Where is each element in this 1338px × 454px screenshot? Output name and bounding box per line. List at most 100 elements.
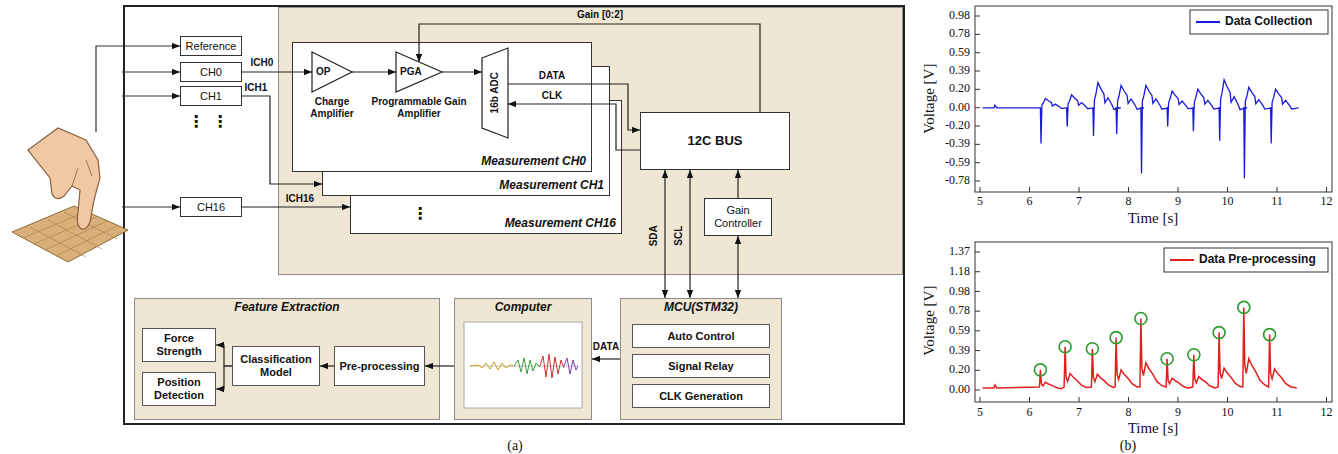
label-holder: -0.78	[945, 174, 970, 188]
box-outline	[641, 113, 790, 170]
label-holder: 0.59	[949, 324, 970, 338]
tick-mark	[1227, 397, 1228, 402]
gain-amplifier: PGAProgrammable Gain Amplifier	[396, 52, 442, 92]
box-label: Position Detection	[146, 376, 212, 401]
signal-label: Gain [0:2]	[577, 9, 623, 21]
connector-arrow	[242, 206, 350, 207]
tick-mark	[975, 34, 980, 35]
tick-mark	[975, 71, 980, 72]
tick-mark	[1326, 397, 1327, 402]
tick-label: 1.18	[949, 265, 970, 279]
label-holder: 8	[1126, 195, 1132, 209]
tick-label: -0.78	[945, 174, 970, 188]
computer-box: Computer	[454, 298, 592, 420]
tick-label: 6	[1027, 406, 1033, 420]
label-holder: 0.78	[949, 27, 970, 41]
tick-mark	[1128, 397, 1129, 402]
box-label: Computer	[495, 301, 552, 315]
connector-arrow	[320, 365, 334, 366]
tick-mark	[975, 52, 980, 53]
i2c-bus-box: 12C BUS	[640, 112, 790, 170]
tick-mark	[975, 162, 980, 163]
tick-mark	[975, 252, 980, 253]
tick-label: 0.20	[949, 82, 970, 96]
label-holder: 0.98	[949, 9, 970, 23]
signal-label: DATA	[539, 70, 565, 82]
feature-extraction-box: Feature ExtractionForce StrengthPosition…	[134, 298, 440, 420]
box-outline	[455, 299, 592, 420]
signal-label: SDA	[648, 225, 660, 246]
label-holder: ICH0	[251, 57, 274, 69]
function-box: Auto Control	[632, 324, 770, 348]
tick-label: 9	[1175, 195, 1181, 209]
tick-label: 0.59	[949, 46, 970, 60]
label-holder: ⋮	[412, 205, 428, 223]
label-holder: Time [s]	[1128, 210, 1179, 227]
box-label: 12C BUS	[688, 134, 743, 149]
tick-label: 1.37	[949, 245, 970, 259]
tick-mark	[975, 107, 980, 108]
tick-mark	[1277, 397, 1278, 402]
tick-mark	[975, 144, 980, 145]
label-holder: 0.20	[949, 82, 970, 96]
box-outline	[633, 355, 770, 378]
label-holder: SDA	[643, 230, 664, 242]
tick-label: 5	[977, 406, 983, 420]
label-holder: 12	[1321, 406, 1333, 420]
peak-marker	[1213, 327, 1225, 339]
panel-label: (b)	[1120, 438, 1136, 454]
label-holder: -0.39	[945, 137, 970, 151]
label-holder: DATA	[593, 341, 619, 353]
box-outline	[181, 37, 242, 56]
peak-marker	[1135, 312, 1147, 324]
tick-mark	[975, 370, 980, 371]
label-holder: ICH16	[286, 193, 314, 205]
axis-title: Voltage [V]	[921, 286, 938, 356]
model-box: Classification Model	[232, 346, 320, 386]
box-label: CH1	[200, 90, 222, 103]
symbol-label: PGA	[400, 66, 422, 78]
tick-label: 0.59	[949, 324, 970, 338]
label-holder: 0.00	[949, 101, 970, 115]
legend-label: Data Collection	[1225, 15, 1312, 29]
tick-mark	[975, 126, 980, 127]
box-outline	[335, 347, 425, 386]
connector-arrow	[689, 170, 690, 298]
peak-marker	[1161, 353, 1173, 365]
tick-mark	[975, 16, 980, 17]
box-outline	[633, 325, 770, 348]
tick-label: 7	[1076, 406, 1082, 420]
connector-arrow	[242, 71, 312, 72]
label-holder: -0.59	[945, 156, 970, 170]
label-holder: -0.20	[945, 119, 970, 133]
symbol-label: OP	[316, 66, 330, 78]
tick-mark	[975, 181, 980, 182]
label-holder: 7	[1076, 195, 1082, 209]
box-label: MCU(STM32)	[664, 301, 738, 315]
label-holder: (b)	[1120, 438, 1136, 454]
label-holder: 5	[977, 406, 983, 420]
box-label: CLK Generation	[659, 390, 743, 403]
tick-mark	[1277, 187, 1278, 192]
signal-label: ICH1	[245, 82, 268, 94]
box-label: CH16	[197, 201, 225, 214]
tick-mark	[980, 187, 981, 192]
box-label: Reference	[186, 40, 237, 53]
connector-arrow	[216, 366, 232, 389]
symbol-caption: Programmable Gain Amplifier	[371, 96, 467, 119]
tick-label: 0.20	[949, 363, 970, 377]
tick-label: 0.98	[949, 285, 970, 299]
reference-box: Reference	[180, 36, 242, 56]
tick-label: -0.39	[945, 137, 970, 151]
tick-mark	[975, 291, 980, 292]
signal-trace	[983, 80, 1299, 178]
label-holder: 0.39	[949, 344, 970, 358]
box-outline	[181, 63, 242, 82]
label-holder: Gain [0:2]	[577, 9, 623, 21]
label-holder: 9	[1175, 195, 1181, 209]
connector-arrow	[425, 365, 454, 366]
gain-controller-box: Gain Controller	[704, 198, 772, 236]
connector-arrow	[216, 345, 232, 366]
tick-label: 12	[1321, 406, 1333, 420]
peak-marker	[1188, 349, 1200, 361]
